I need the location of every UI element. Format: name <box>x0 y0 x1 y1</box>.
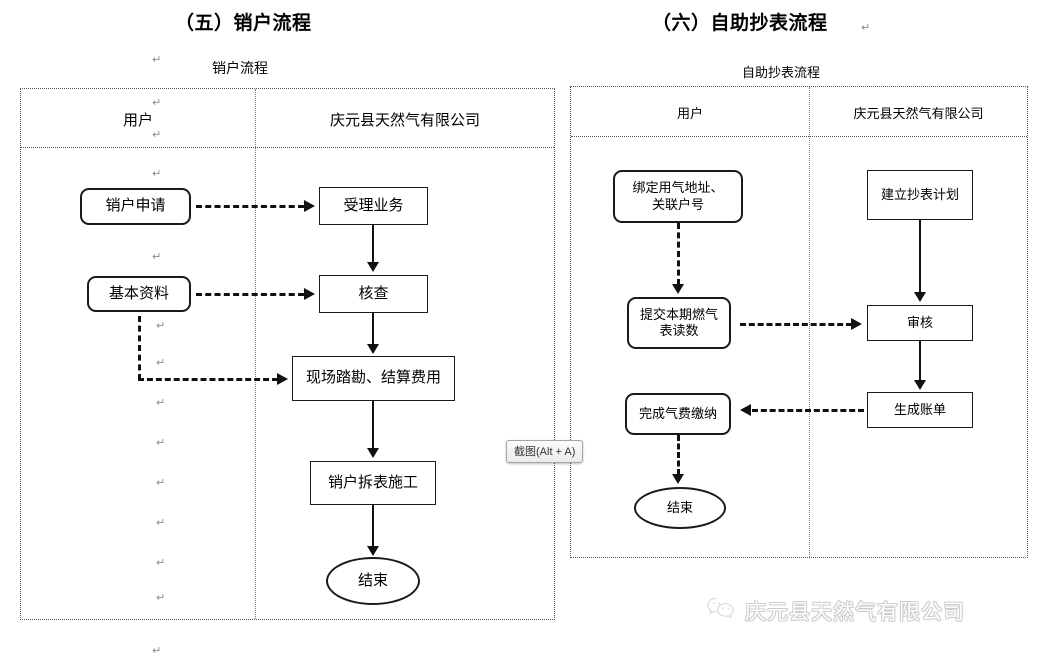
wechat-icon <box>706 596 736 626</box>
node-dismantle-label: 销户拆表施工 <box>327 474 418 491</box>
node-meter-plan-label: 建立抄表计划 <box>880 186 959 202</box>
return-mark: ↵ <box>156 591 166 604</box>
node-apply[interactable]: 销户申请 <box>80 188 191 225</box>
lane-label-left-company: 庆元县天然气有限公司 <box>329 113 480 129</box>
section-heading-left: （五）销户流程 <box>175 13 312 34</box>
pool-left-divider <box>255 89 256 619</box>
node-bind-address-line1: 绑定用气地址、 <box>632 180 724 196</box>
return-mark: ↵ <box>152 644 162 657</box>
node-submit-reading-line2: 表读数 <box>659 323 699 338</box>
connector-bill-to-pay <box>752 409 864 412</box>
arrowhead-right <box>851 318 862 330</box>
connector-submit-to-audit <box>740 323 852 326</box>
pool-right: 用户 庆元县天然气有限公司 <box>570 86 1028 558</box>
lane-label-left-user: 用户 <box>122 113 153 129</box>
pool-left: 用户 庆元县天然气有限公司 <box>20 88 555 620</box>
node-pay-gas-fee[interactable]: 完成气费缴纳 <box>625 393 731 435</box>
return-mark: ↵ <box>152 128 162 141</box>
lane-label-right-company: 庆元县天然气有限公司 <box>853 106 984 121</box>
arrowhead-left <box>740 404 751 416</box>
node-submit-reading[interactable]: 提交本期燃气 表读数 <box>627 297 731 349</box>
connector-apply-to-accept <box>196 205 304 208</box>
watermark: 庆元县天然气有限公司 <box>706 596 965 626</box>
return-mark: ↵ <box>152 53 162 66</box>
connector-accept-to-verify <box>372 225 374 263</box>
node-submit-reading-line1: 提交本期燃气 <box>639 306 718 322</box>
pool-right-header <box>571 87 1027 137</box>
arrowhead-down <box>367 448 379 458</box>
node-bind-address[interactable]: 绑定用气地址、 关联户号 <box>613 170 743 223</box>
return-mark: ↵ <box>152 250 162 263</box>
arrowhead-down <box>367 262 379 272</box>
connector-survey-to-dismantle <box>372 401 374 449</box>
node-bind-address-line2: 关联户号 <box>651 196 704 212</box>
node-basic-info-label: 基本资料 <box>108 285 169 302</box>
return-mark: ↵ <box>156 436 166 449</box>
return-mark: ↵ <box>156 356 166 369</box>
node-generate-bill-label: 生成账单 <box>893 401 946 417</box>
connector-basicinfo-down <box>138 316 141 380</box>
node-accept[interactable]: 受理业务 <box>319 187 428 225</box>
return-mark: ↵ <box>861 21 871 34</box>
arrowhead-right <box>304 288 315 300</box>
node-end-left[interactable]: 结束 <box>326 557 420 605</box>
screenshot-tooltip[interactable]: 截图(Alt + A) <box>506 440 584 463</box>
connector-plan-to-audit <box>919 220 921 293</box>
node-audit[interactable]: 审核 <box>867 305 973 341</box>
connector-bind-to-submit <box>677 223 680 285</box>
return-mark: ↵ <box>152 167 162 180</box>
arrowhead-down <box>672 474 684 484</box>
arrowhead-right <box>304 200 315 212</box>
connector-dismantle-to-end <box>372 505 374 547</box>
flow-caption-right: 自助抄表流程 <box>742 65 821 80</box>
node-end-left-label: 结束 <box>357 572 388 589</box>
node-audit-label: 审核 <box>906 314 933 330</box>
node-apply-label: 销户申请 <box>105 198 166 215</box>
pool-right-divider <box>809 87 810 557</box>
arrowhead-down <box>367 344 379 354</box>
return-mark: ↵ <box>156 476 166 489</box>
connector-verify-to-survey <box>372 313 374 345</box>
arrowhead-right <box>277 373 288 385</box>
node-end-right-label: 结束 <box>666 499 693 515</box>
connector-basicinfo-to-survey <box>138 378 278 381</box>
flow-caption-left: 销户流程 <box>212 62 268 77</box>
node-pay-gas-fee-label: 完成气费缴纳 <box>638 405 717 421</box>
node-verify-label: 核查 <box>358 285 389 302</box>
watermark-text: 庆元县天然气有限公司 <box>745 601 965 624</box>
arrowhead-down <box>672 284 684 294</box>
node-basic-info[interactable]: 基本资料 <box>87 276 191 312</box>
return-mark: ↵ <box>156 319 166 332</box>
connector-audit-to-bill <box>919 341 921 381</box>
lane-label-right-user: 用户 <box>676 106 703 121</box>
node-dismantle[interactable]: 销户拆表施工 <box>310 461 436 505</box>
arrowhead-down <box>367 546 379 556</box>
return-mark: ↵ <box>156 396 166 409</box>
node-accept-label: 受理业务 <box>343 197 404 214</box>
node-end-right[interactable]: 结束 <box>634 487 726 529</box>
node-verify[interactable]: 核查 <box>319 275 428 313</box>
node-meter-plan[interactable]: 建立抄表计划 <box>867 170 973 220</box>
node-survey-label: 现场踏勘、结算费用 <box>305 370 441 387</box>
pool-left-header <box>21 89 554 148</box>
node-survey[interactable]: 现场踏勘、结算费用 <box>292 356 455 401</box>
section-heading-right: （六）自助抄表流程 <box>652 13 828 34</box>
connector-basicinfo-to-verify <box>196 293 304 296</box>
connector-pay-to-end <box>677 435 680 475</box>
node-generate-bill[interactable]: 生成账单 <box>867 392 973 428</box>
return-mark: ↵ <box>156 516 166 529</box>
arrowhead-down <box>914 292 926 302</box>
return-mark: ↵ <box>152 96 162 109</box>
return-mark: ↵ <box>156 556 166 569</box>
arrowhead-down <box>914 380 926 390</box>
